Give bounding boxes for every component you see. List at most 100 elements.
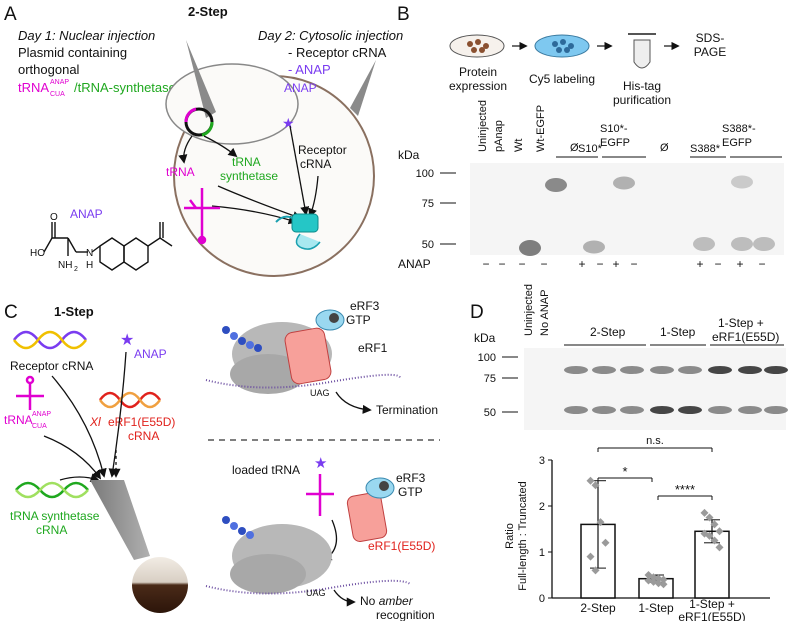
gel-b-lane-label: S388*-EGFP	[722, 123, 756, 149]
data-point	[705, 531, 714, 540]
sig-ns: n.s.	[646, 435, 664, 447]
gel-d-marker-50: 50	[484, 407, 496, 419]
erf1-mutant-icon	[346, 477, 395, 542]
c-needle	[90, 480, 150, 560]
anap-item: - ANAP	[288, 62, 331, 77]
c-uag2-label: UAG	[306, 588, 326, 598]
ribosome-readthrough	[205, 516, 411, 595]
c-loaded-trna-icon	[306, 474, 334, 516]
tsynth-crna-icon	[15, 481, 89, 499]
erf1-icon	[284, 327, 332, 385]
gel-b-lane-label: S388*	[690, 143, 721, 155]
day2-label: Day 2: Cytosolic injection	[258, 28, 403, 43]
data-point	[586, 476, 595, 485]
nuclear-needle	[186, 40, 216, 118]
trna-subscript: CUA	[50, 91, 65, 98]
anap-sign: +	[696, 257, 703, 271]
step-4-line-2: PAGE	[694, 45, 726, 59]
anap-sign: +	[736, 257, 743, 271]
receptor-cell-line-1: Receptor	[298, 143, 347, 157]
h-label: H	[86, 260, 93, 271]
gel-b-lane-label: pAnap	[493, 120, 505, 152]
cytosolic-needle	[350, 60, 376, 116]
step-2-label: Cy5 labeling	[529, 72, 595, 86]
y-axis-label-line-1: Ratio	[504, 523, 516, 549]
gtp-icon	[329, 313, 339, 323]
gel-d-marker-75: 75	[484, 373, 496, 385]
gel-b-lane-label: S10*-EGFP	[600, 123, 630, 149]
plasmid-line-2: orthogonal	[18, 62, 80, 77]
c-erf3-label: eRF3	[350, 299, 380, 313]
data-point	[659, 575, 668, 584]
gel-b-anap-label: ANAP	[398, 257, 431, 271]
anap-sign: −	[498, 257, 505, 271]
tsynth-cell-line-2: synthetase	[220, 169, 278, 183]
gel-d-group-2step: 2-Step	[590, 325, 626, 339]
gel-b-lane-label: Ø	[570, 142, 579, 154]
plasmid-line-1: Plasmid containing	[18, 45, 127, 60]
receptor-item: - Receptor cRNA	[288, 45, 387, 60]
gel-b-marker-50: 50	[422, 239, 434, 251]
panel-c-heading: 1-Step	[54, 304, 94, 319]
sig-star-4: ****	[675, 482, 695, 497]
anap-cell-label: ANAP	[284, 81, 317, 95]
step-1-line-1: Protein	[459, 65, 497, 79]
c-oocyte	[132, 557, 188, 613]
x-category-label: 2-Step	[580, 601, 616, 615]
receptor-crna-icon	[13, 330, 87, 350]
c-erf3b-label: eRF3	[396, 471, 426, 485]
c-gtpb-label: GTP	[398, 485, 423, 499]
c-erf1-mut-label: eRF1(E55D)	[368, 539, 435, 553]
anap-sign: −	[714, 257, 721, 271]
c-anap-label: ANAP	[134, 347, 167, 361]
panel-c: C 1-Step Receptor cRNA ★ ANAP Xl eRF1(E5…	[4, 299, 440, 621]
y-tick-label: 2	[539, 501, 545, 513]
trna-cell-label: tRNA	[166, 165, 195, 179]
nh2-sub: 2	[74, 266, 78, 273]
gel-b-marker-75: 75	[422, 198, 434, 210]
x-category-label: 1-Step	[638, 601, 674, 615]
c-crna-label: cRNA	[128, 429, 159, 443]
x-category-label: 1-Step +eRF1(E55D)	[678, 597, 745, 621]
c-xl-label: Xl	[89, 415, 101, 429]
nucleus	[165, 63, 299, 145]
data-point	[710, 520, 719, 529]
c-trna-icon	[16, 375, 44, 410]
data-point	[586, 552, 595, 561]
panel-b: B Protein expression Cy5 labeling His-ta…	[397, 4, 784, 271]
c-trna-label: tRNA	[4, 413, 33, 427]
gel-b-lane-label: S10*	[578, 143, 603, 155]
anap-sign: −	[540, 257, 547, 271]
gel-d-lane-noanap: No ANAP	[539, 290, 551, 336]
ribosome-termination	[205, 309, 401, 394]
c-anap-star-icon: ★	[120, 332, 134, 349]
gel-d-marker-100: 100	[478, 352, 496, 364]
c-tsynth-line-1: tRNA synthetase	[10, 509, 100, 523]
sig-star-1: *	[622, 464, 627, 479]
y-axis-label-line-2: Full-length : Truncated	[517, 481, 529, 590]
ho-label: HO	[30, 248, 45, 259]
gel-b-lane-label: Wt-EGFP	[535, 105, 547, 152]
nh2-label: NH	[58, 260, 72, 271]
receptor-cell-line-2: cRNA	[300, 157, 331, 171]
gel-b-lane-label: Wt	[513, 139, 525, 152]
step-1-line-2: expression	[449, 79, 507, 93]
anap-molecule-label: ANAP	[70, 207, 103, 221]
gel-d-group-combo-2: eRF1(E55D)	[712, 330, 779, 344]
panel-label-d: D	[470, 302, 484, 323]
anap-sign: −	[482, 257, 489, 271]
gel-b-lane-label: Ø	[660, 142, 669, 154]
panel-label-c: C	[4, 302, 18, 323]
c-tsynth-line-2: cRNA	[36, 523, 67, 537]
c-trna-sup: ANAP	[32, 411, 51, 418]
data-point	[654, 574, 663, 583]
dish-expression-icon	[449, 34, 505, 58]
erf1-crna-icon	[98, 391, 162, 409]
panel-label-a: A	[4, 4, 17, 25]
c-no-label: No amber	[360, 594, 414, 608]
anap-structure	[43, 222, 173, 271]
c-uag-label: UAG	[310, 388, 330, 398]
data-point	[715, 543, 724, 552]
